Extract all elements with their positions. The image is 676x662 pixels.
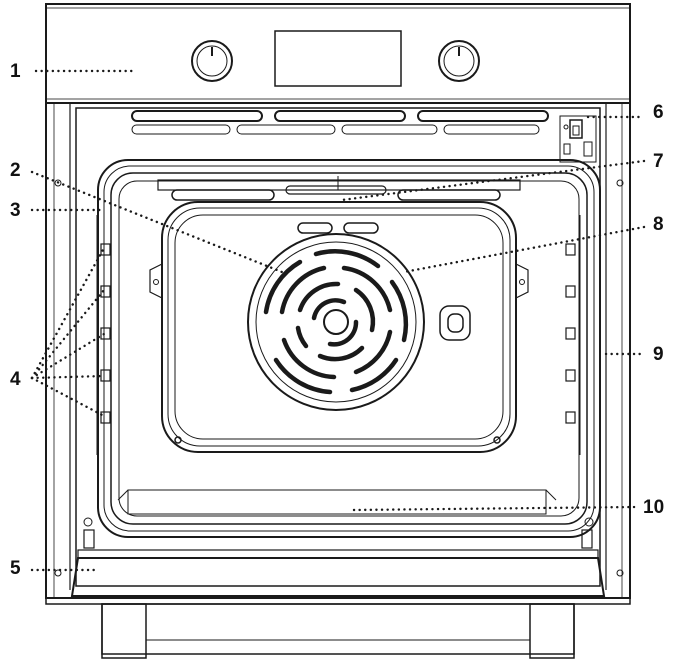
- fan-cover: [247, 233, 425, 411]
- leader-4c: [30, 332, 106, 380]
- leader-2: [30, 170, 284, 274]
- oven-floor: [117, 489, 557, 515]
- leader-10: [352, 505, 638, 512]
- leader-4a: [30, 246, 106, 380]
- right-knob: [438, 40, 480, 82]
- callout-9: 9: [653, 344, 664, 365]
- door-switch: [559, 115, 597, 163]
- oven-lamp: [439, 305, 471, 341]
- display-screen: [274, 30, 402, 87]
- back-panel: [149, 201, 529, 453]
- right-shelf-supports: [565, 215, 581, 455]
- oven-base: [101, 603, 575, 659]
- leader-8: [402, 225, 646, 274]
- leader-7: [340, 159, 646, 202]
- fan-grille: [263, 249, 409, 395]
- screw-left: [54, 179, 62, 187]
- control-panel: [45, 3, 631, 104]
- callout-1: 1: [10, 61, 21, 82]
- callout-8: 8: [653, 214, 664, 235]
- fan-hub: [323, 309, 349, 335]
- left-shelf-supports: [96, 215, 111, 455]
- leader-lines: [30, 69, 646, 572]
- callout-2: 2: [10, 160, 21, 181]
- callout-3: 3: [10, 200, 21, 221]
- top-heating-element: [157, 176, 521, 201]
- callout-7: 7: [653, 151, 664, 172]
- top-vents: [131, 110, 549, 135]
- screw-right: [616, 179, 624, 187]
- callout-5: 5: [10, 558, 21, 579]
- leader-4e: [30, 376, 106, 418]
- oven-cavity: [97, 159, 601, 538]
- callout-labels: 1 2 3 4 5 6 7 8 9 10: [10, 61, 664, 579]
- callout-4: 4: [10, 369, 21, 390]
- callout-10: 10: [643, 497, 664, 518]
- oven-door: [45, 529, 631, 605]
- leader-4d: [30, 374, 106, 380]
- left-knob: [191, 40, 233, 82]
- callout-6: 6: [653, 102, 664, 123]
- leader-4b: [30, 288, 106, 380]
